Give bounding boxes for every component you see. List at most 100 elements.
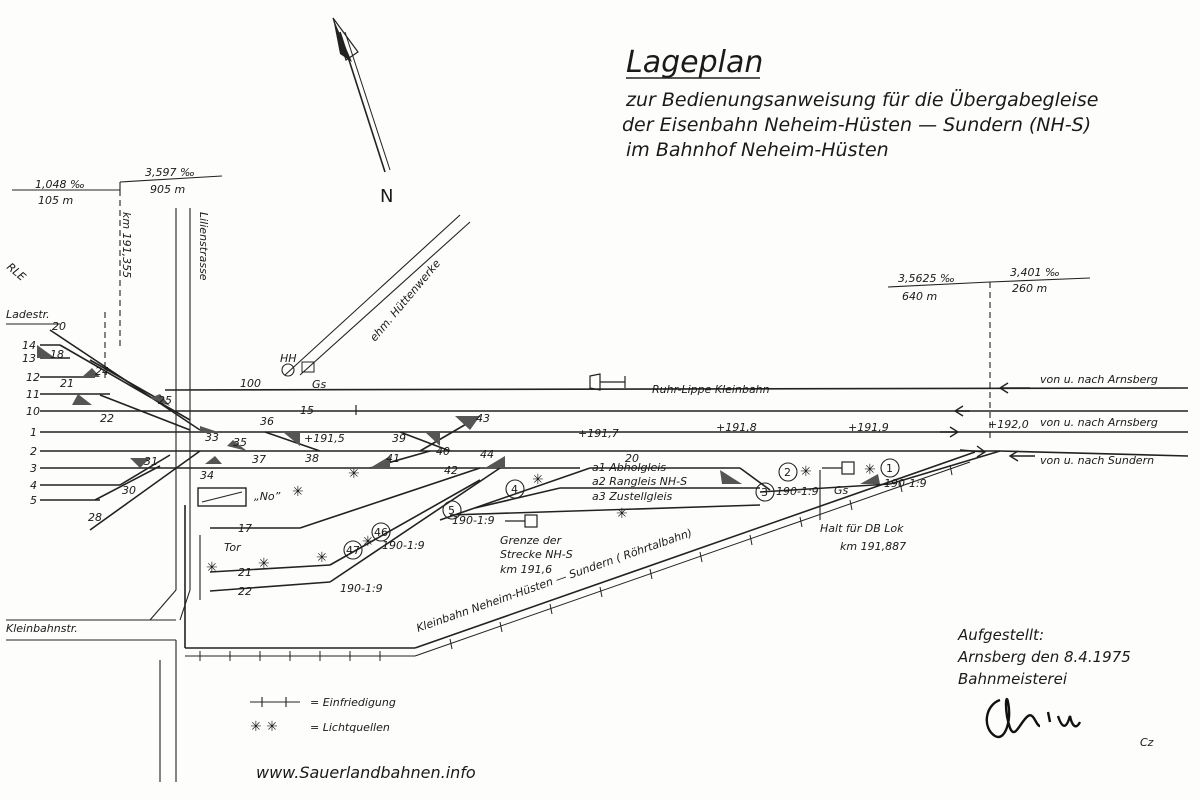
sundern-label: von u. nach Sundern — [1040, 454, 1154, 467]
gradient-left-b-length: 905 m — [150, 183, 185, 196]
circle-4-icon — [505, 479, 525, 499]
switch-34-label: 34 — [200, 469, 214, 482]
circle-47-icon — [343, 540, 363, 560]
switch-21-label: 21 — [60, 377, 74, 390]
track-11-label: 11 — [26, 388, 40, 401]
office-label: Bahnmeisterei — [958, 670, 1068, 688]
track-20-label: 20 — [625, 452, 639, 465]
switch-25-label: 25 — [158, 394, 172, 407]
grade-mark-5: 190-1:9 — [340, 582, 383, 595]
arnsberg-label-1: von u. nach Arnsberg — [1040, 373, 1158, 386]
grenze-note-1: Grenze der — [500, 534, 563, 547]
switch-40-label: 40 — [436, 445, 450, 458]
track-22-label: 22 — [238, 585, 252, 598]
fence-line — [185, 461, 971, 661]
switch-44-label: 44 — [480, 448, 494, 461]
signal-icon — [589, 373, 626, 391]
circle-47-label: 47 — [346, 544, 360, 557]
svg-text:✳: ✳ — [316, 550, 328, 566]
legend-fence-label: = Einfriedigung — [310, 696, 396, 709]
circle-46-label: 46 — [374, 526, 388, 539]
svg-text:✳: ✳ — [362, 534, 374, 550]
track-14-label: 14 — [22, 339, 36, 352]
switch-37-label: 37 — [252, 453, 266, 466]
km-post-191-7: +191,7 — [578, 427, 619, 440]
light-source-icons: ✳✳ ✳✳ ✳✳ ✳✳ ✳✳ — [206, 462, 876, 576]
legend-light-label: = Lichtquellen — [310, 721, 390, 734]
gradient-right-a-length: 640 m — [902, 290, 937, 303]
gs-shed-icon — [301, 361, 315, 373]
signature-icon — [985, 698, 1082, 739]
gradient-right-b-length: 260 m — [1012, 282, 1047, 295]
subtitle-line-1: zur Bedienungsanweisung für die Übergabe… — [625, 88, 1098, 111]
track-2-label: 2 — [30, 445, 37, 458]
grenze-note-2: Strecke NH-S — [500, 548, 573, 561]
website-watermark: www.Sauerlandbahnen.info — [256, 763, 476, 782]
aufgestellt-label: Aufgestellt: — [957, 626, 1044, 644]
hh-label: HH — [280, 352, 297, 365]
svg-text:✳: ✳ — [348, 466, 360, 482]
svg-text:✳: ✳ — [292, 484, 304, 500]
halt-signal-icon — [822, 461, 855, 475]
circle-5-label: 5 — [448, 504, 455, 517]
km-post-192-0: +192,0 — [988, 418, 1029, 431]
huettenwerke-road — [284, 214, 471, 376]
track-1-label: 1 — [30, 426, 37, 439]
ladestr-label: Ladestr. — [6, 308, 50, 321]
siding-a2-label: a2 Rangleis NH-S — [592, 475, 687, 488]
main-tracks — [40, 329, 1189, 649]
km-post-191-5: +191,5 — [304, 432, 345, 445]
lilienstrasse-road — [149, 208, 191, 621]
svg-text:✳: ✳ — [258, 556, 270, 572]
ruhr-lippe-label: Ruhr-Lippe Kleinbahn — [652, 383, 770, 396]
switch-31-label: 31 — [144, 455, 158, 468]
gs-label-2: Gs — [834, 484, 849, 497]
plan-title: Lageplan — [626, 45, 763, 80]
svg-text:✳: ✳ — [616, 506, 628, 522]
grade-mark-3: 190-1:9 — [452, 514, 495, 527]
arnsberg-label-2: von u. nach Arnsberg — [1040, 416, 1158, 429]
legend-light-icon: ✳ ✳ — [250, 719, 278, 735]
grade-mark-4: 190-1:9 — [382, 539, 425, 552]
circle-2-label: 2 — [784, 466, 791, 479]
subtitle-line-3: im Bahnhof Neheim-Hüsten — [626, 139, 889, 161]
switch-30-label: 30 — [122, 484, 136, 497]
km-post-191-8: +191,8 — [716, 421, 757, 434]
gs-label-1: Gs — [312, 378, 327, 391]
tor-label: Tor — [224, 541, 242, 554]
svg-text:✳: ✳ — [206, 560, 218, 576]
building-hatch — [201, 491, 243, 503]
track-15-label: 15 — [300, 404, 314, 417]
track-12-label: 12 — [26, 371, 40, 384]
rle-label: RLE — [4, 260, 28, 283]
svg-text:✳: ✳ — [864, 462, 876, 478]
switch-28-label: 28 — [88, 511, 102, 524]
building-no-label: „No” — [254, 490, 281, 503]
switch-39-label: 39 — [392, 432, 406, 445]
switch-38-label: 38 — [305, 452, 319, 465]
subtitle-line-2: der Eisenbahn Neheim-Hüsten — Sundern (N… — [622, 114, 1091, 136]
track-21-label: 21 — [238, 566, 252, 579]
switch-20-label: 20 — [52, 320, 66, 333]
track-17-label: 17 — [238, 522, 252, 535]
kleinbahnstr-label: Kleinbahnstr. — [6, 622, 78, 635]
grade-mark-1: 190-1:9 — [776, 485, 819, 498]
track-3-label: 3 — [30, 462, 37, 475]
place-date-label: Arnsberg den 8.4.1975 — [957, 648, 1131, 666]
switch-22-label: 22 — [100, 412, 114, 425]
switch-33-label: 33 — [205, 431, 219, 444]
gradient-left: 1,048 ‰ 105 m 3,597 ‰ 905 m — [12, 166, 223, 350]
km-191-355-label: km 191,355 — [120, 212, 133, 278]
halt-note-2: km 191,887 — [840, 540, 906, 553]
km-post-191-9: +191,9 — [848, 421, 889, 434]
switch-18-label: 18 — [50, 348, 64, 361]
gradient-right-b: 3,401 ‰ — [1010, 266, 1060, 279]
track-4-label: 4 — [30, 479, 37, 492]
switch-24-label: 24 — [95, 365, 109, 378]
svg-text:✳: ✳ — [532, 472, 544, 488]
north-arrow-icon — [332, 17, 391, 173]
track-10-label: 10 — [26, 405, 40, 418]
circle-3-label: 3 — [761, 486, 768, 499]
gradient-left-a-length: 105 m — [38, 194, 73, 207]
